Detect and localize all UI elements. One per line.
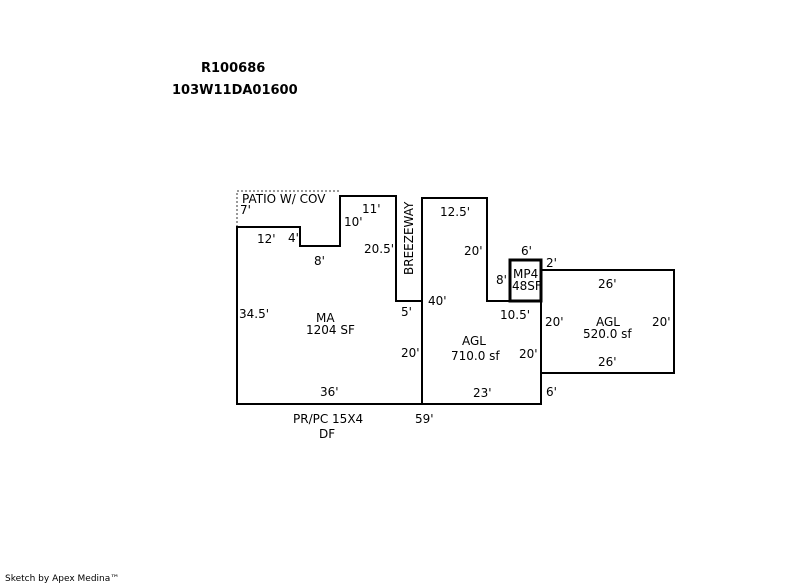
dim-label: 10': [344, 215, 363, 229]
dim-label: 11': [362, 202, 381, 216]
dim-label: 59': [415, 412, 434, 426]
dim-label: 20': [545, 315, 564, 329]
map-lot-number: 103W11DA01600: [172, 83, 298, 98]
dim-label: 20': [464, 244, 483, 258]
dim-label: 20': [401, 346, 420, 360]
ma-outline: [236, 195, 423, 405]
dim-label: 36': [320, 385, 339, 399]
sketch-credit: Sketch by Apex Medina™: [5, 574, 120, 584]
dim-label: 10.5': [500, 308, 530, 322]
dim-label: 12.5': [440, 205, 470, 219]
mp4-label: MP4: [513, 267, 538, 281]
patio-label: PATIO W/ COV: [242, 192, 326, 206]
dim-label: 26': [598, 277, 617, 291]
dim-label: 12': [257, 232, 276, 246]
breezeway-label: BREEZEWAY: [402, 201, 416, 275]
agl1-label: AGL: [462, 334, 486, 348]
dim-label: 40': [428, 294, 447, 308]
patio-outline: [236, 190, 340, 227]
agl1-size: 710.0 sf: [451, 349, 500, 363]
dim-label: 6': [546, 385, 557, 399]
dim-label: 20': [519, 347, 538, 361]
dim-label: 20.5': [364, 242, 394, 256]
account-number: R100686: [201, 61, 266, 76]
dim-label: 4': [288, 231, 299, 245]
dim-label: 20': [652, 315, 671, 329]
df-label: DF: [319, 427, 335, 441]
ma-size: 1204 SF: [306, 323, 355, 337]
agl2-outline: [540, 269, 675, 374]
dim-label: 6': [521, 244, 532, 258]
mp4-size: 48SF: [512, 279, 542, 293]
ma-label: MA: [316, 311, 335, 325]
dim-label: 23': [473, 386, 492, 400]
agl2-label: AGL: [596, 315, 620, 329]
dim-label: 34.5': [239, 307, 269, 321]
dim-label: 8': [314, 254, 325, 268]
dim-label: 26': [598, 355, 617, 369]
pr-pc-label: PR/PC 15X4: [293, 412, 363, 426]
dim-label: 2': [546, 256, 557, 270]
agl2-size: 520.0 sf: [583, 327, 632, 341]
mp4-outline: [508, 258, 543, 303]
dimension-labels: 7' 12' 4' 8' 10' 11' 20.5' 34.5' 5' 40' …: [239, 202, 671, 426]
dim-label: 7': [240, 203, 251, 217]
dim-label: 8': [496, 273, 507, 287]
dim-label: 5': [401, 305, 412, 319]
